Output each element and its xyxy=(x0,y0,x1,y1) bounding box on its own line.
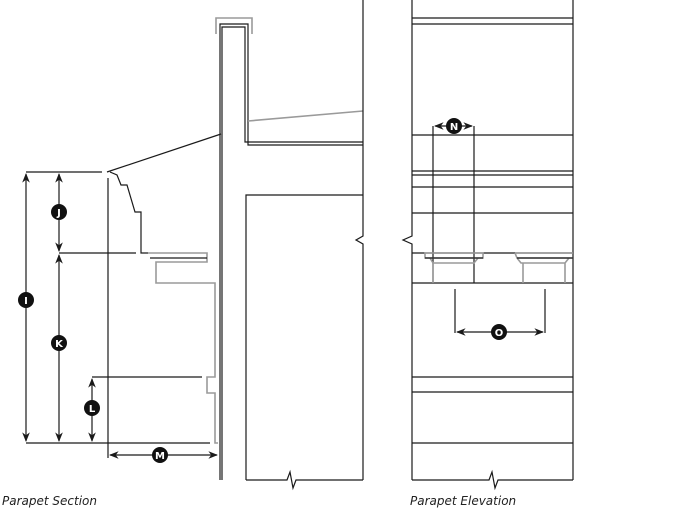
callout-N: N xyxy=(446,118,462,134)
svg-text:N: N xyxy=(450,122,458,133)
cornice-slope xyxy=(106,133,222,173)
svg-text:J: J xyxy=(56,208,61,219)
callout-O: O xyxy=(491,324,507,340)
svg-text:O: O xyxy=(495,328,504,339)
callout-L: L xyxy=(84,400,100,416)
svg-text:L: L xyxy=(89,404,96,415)
break-line xyxy=(354,0,364,480)
callout-J: J xyxy=(51,204,67,220)
svg-text:K: K xyxy=(55,339,64,350)
parapet-section xyxy=(22,0,364,491)
callout-I: I xyxy=(18,292,34,308)
svg-text:M: M xyxy=(155,451,165,462)
section-caption: Parapet Section xyxy=(2,494,97,508)
callout-M: M xyxy=(152,447,168,463)
svg-text:I: I xyxy=(24,296,28,307)
cap-flashing xyxy=(215,17,253,34)
parapet-elevation xyxy=(401,0,574,491)
elevation-caption: Parapet Elevation xyxy=(410,494,517,508)
roof-slope xyxy=(247,110,364,122)
callout-K: K xyxy=(51,335,67,351)
